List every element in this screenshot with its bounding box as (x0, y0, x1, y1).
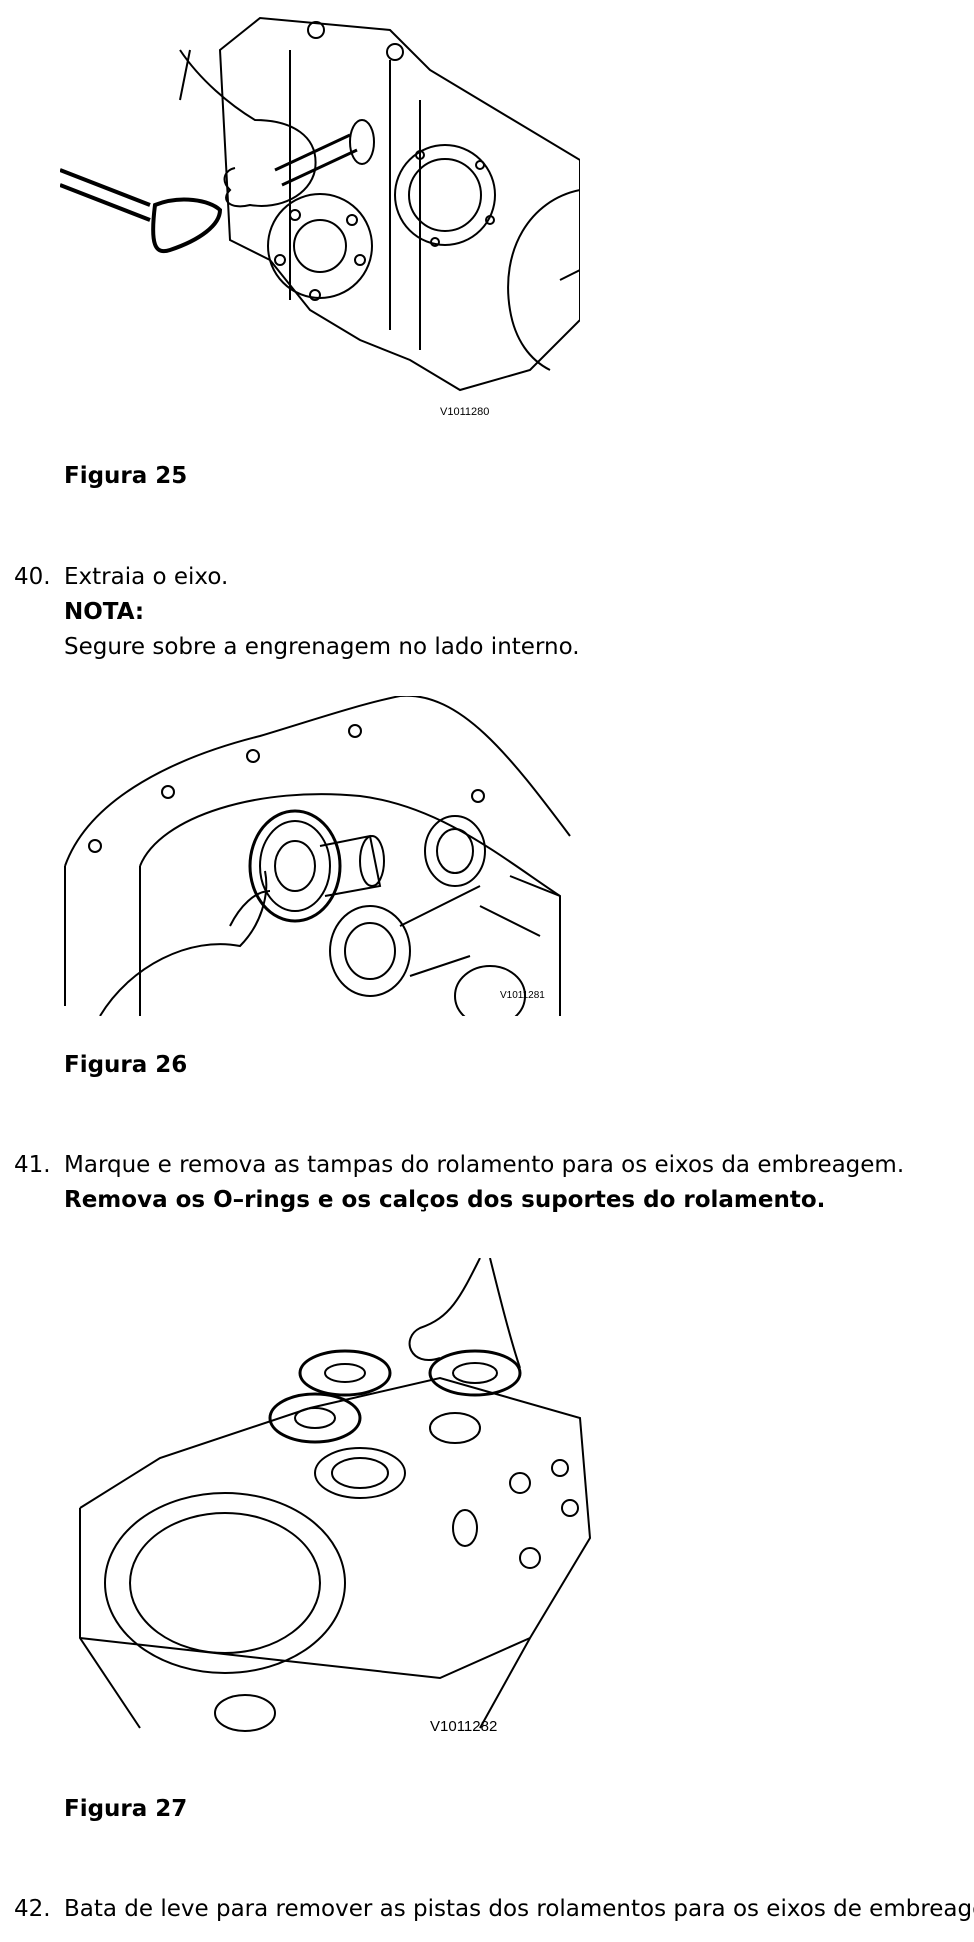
step-number: 40. (14, 564, 51, 590)
step-41: 41. Marque e remova as tampas do rolamen… (14, 1148, 904, 1218)
figure-26-caption: Figura 26 (64, 1052, 188, 1078)
note-label: NOTA: (64, 599, 145, 625)
step-42: 42. Bata de leve para remover as pistas … (14, 1892, 974, 1927)
figure-code: V1011281 (500, 990, 545, 1001)
figure-25-illustration: V1011280 (60, 10, 580, 420)
figure-code: V1011282 (430, 1718, 497, 1735)
step-text: Bata de leve para remover as pistas dos … (64, 1896, 974, 1922)
step-40: 40. Extraia o eixo. NOTA: Segure sobre a… (14, 560, 580, 665)
figure-27-caption: Figura 27 (64, 1796, 188, 1822)
figure-27-illustration: V1011282 (60, 1258, 600, 1748)
note-text: Segure sobre a engrenagem no lado intern… (64, 634, 580, 660)
step-text: Marque e remova as tampas do rolamento p… (64, 1152, 905, 1178)
figure-code: V1011280 (440, 406, 489, 418)
step-bold-text: Remova os O–rings e os calços dos suport… (64, 1187, 826, 1213)
figure-26-illustration: V1011281 (60, 696, 580, 1016)
figure-25-caption: Figura 25 (64, 463, 188, 489)
step-text: Extraia o eixo. (64, 564, 229, 590)
step-number: 41. (14, 1152, 51, 1178)
step-number: 42. (14, 1896, 51, 1922)
